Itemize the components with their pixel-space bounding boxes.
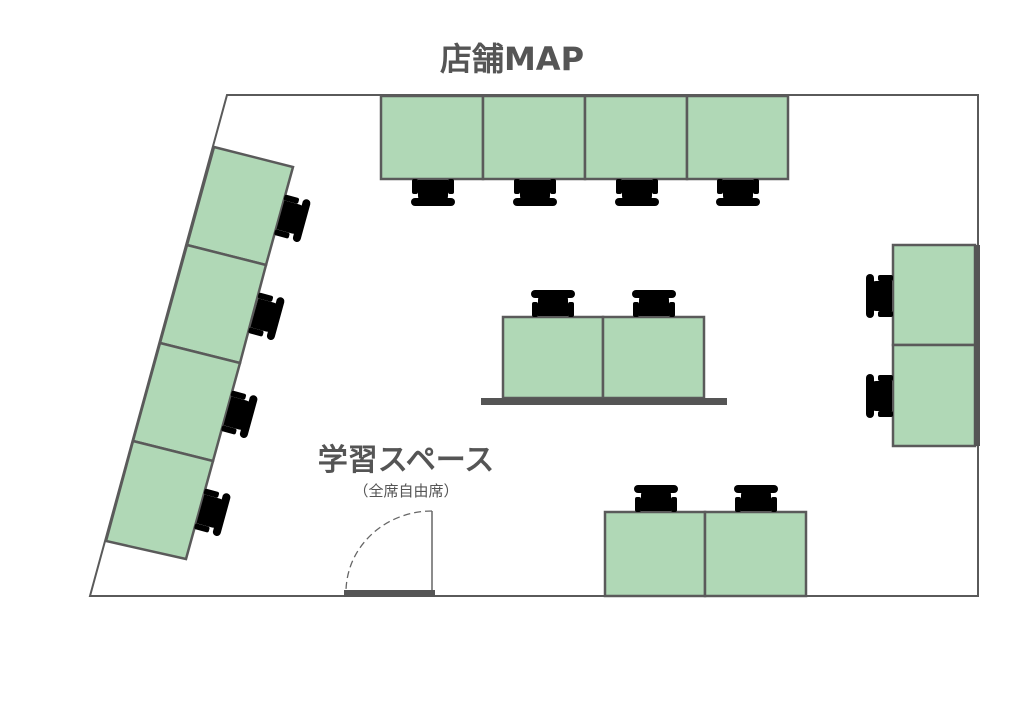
desk [379, 94, 485, 181]
desk [601, 315, 706, 400]
center-desk-row [481, 290, 727, 405]
desk [703, 510, 808, 598]
left-desk-row [104, 145, 312, 561]
chair [866, 274, 893, 318]
entrance-door [344, 510, 435, 597]
right-desk-row [866, 243, 980, 448]
chair [866, 374, 893, 418]
chair [734, 485, 778, 512]
desk [891, 243, 977, 347]
area-sublabel: （全席自由席） [353, 482, 458, 500]
desk [481, 94, 587, 181]
chair [531, 290, 575, 317]
chair [411, 179, 455, 206]
desk [131, 341, 242, 463]
partition-wall [481, 398, 727, 405]
area-label: 学習スペース [318, 443, 494, 478]
chair [632, 290, 676, 317]
desk [185, 145, 295, 267]
desk [158, 243, 268, 365]
desk [603, 510, 707, 598]
desk [583, 94, 689, 181]
chair [716, 179, 760, 206]
map-title: 店舗MAP [440, 40, 584, 78]
door-threshold [344, 590, 435, 597]
partition-wall [974, 245, 980, 446]
desk [501, 315, 605, 400]
top-desk-row [379, 94, 790, 206]
chair [513, 179, 557, 206]
desk [685, 94, 790, 181]
chair [634, 485, 678, 512]
desk [891, 343, 977, 448]
chair [615, 179, 659, 206]
desk [104, 439, 215, 561]
bottom-desk-row [603, 485, 808, 598]
door-swing-arc [345, 510, 433, 593]
